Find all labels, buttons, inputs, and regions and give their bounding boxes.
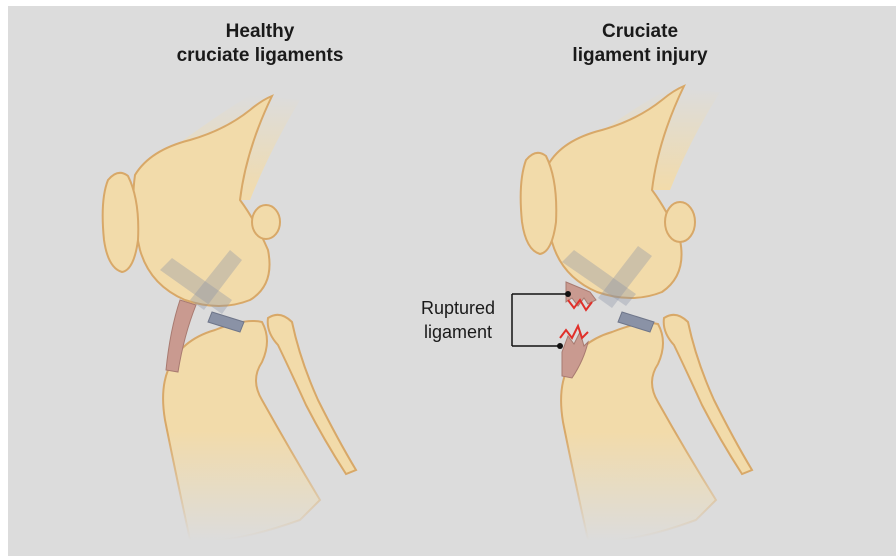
injury-title-line-2: ligament injury	[530, 44, 750, 68]
pointer-dot-lower	[557, 343, 563, 349]
fabella-bone	[252, 205, 280, 239]
healthy-title-line-2: cruciate ligaments	[140, 44, 380, 68]
injury-title: Cruciate ligament injury	[530, 20, 750, 68]
pointer-dot-upper	[565, 291, 571, 297]
injury-title-line-1: Cruciate	[530, 20, 750, 44]
patella-bone	[521, 153, 557, 254]
healthy-title-line-1: Healthy	[140, 20, 380, 44]
tear-mark-lower	[560, 326, 588, 338]
healthy-title: Healthy cruciate ligaments	[140, 20, 380, 68]
healthy-knee	[103, 95, 356, 541]
femur-condyle	[546, 86, 684, 298]
injured-knee	[521, 86, 752, 541]
ruptured-label-line-1: Ruptured	[408, 296, 508, 320]
patella-bone	[103, 173, 139, 272]
fabella-bone	[665, 202, 695, 242]
ruptured-ligament-label: Ruptured ligament	[408, 296, 508, 344]
rupture-bracket	[512, 291, 571, 349]
ruptured-label-line-2: ligament	[408, 320, 508, 344]
